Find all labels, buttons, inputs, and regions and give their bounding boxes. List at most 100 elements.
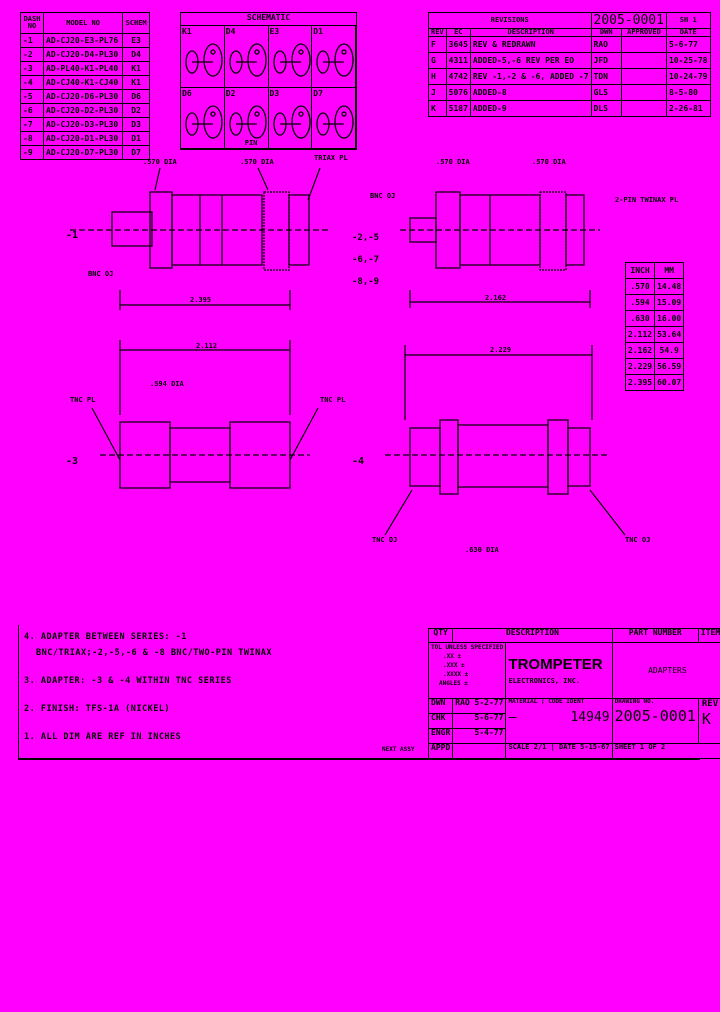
revision-header: DESCRIPTION bbox=[469, 28, 592, 37]
note-2: 2. FINISH: TFS-1A (NICKEL) bbox=[24, 704, 171, 714]
label-dia-570-a: .570 DIA bbox=[143, 158, 178, 166]
connector-face-icon bbox=[229, 43, 267, 77]
tolerance-angles: ANGLES ± bbox=[439, 680, 468, 687]
adapter-dash-1 bbox=[70, 167, 330, 310]
label-dia-570-b: .570 DIA bbox=[240, 158, 275, 166]
pin-label: PIN bbox=[244, 139, 258, 147]
date: 5-6-77 bbox=[665, 36, 711, 53]
engr-date: 5-4-77 bbox=[452, 728, 507, 744]
note-3: 3. ADAPTER: -3 & -4 WITHIN TNC SERIES bbox=[24, 676, 232, 686]
label-dash-6-7: -6,-7 bbox=[352, 255, 379, 265]
revision-header: EC bbox=[445, 28, 471, 37]
part-number-header: PART NUMBER bbox=[611, 628, 699, 643]
revisions-title: REVISIONS bbox=[428, 12, 592, 29]
rev: G bbox=[428, 52, 447, 69]
ec: 5187 bbox=[445, 100, 471, 117]
model-no: AD-CJ20-E3-PL76 bbox=[42, 33, 124, 48]
notes: 4. ADAPTER BETWEEN SERIES: -1 BNC/TRIAX;… bbox=[24, 632, 304, 760]
drawing-title: ADAPTERS bbox=[611, 642, 720, 699]
rev: K bbox=[428, 100, 447, 117]
label-bnc-oj-b: BNC OJ bbox=[370, 192, 395, 200]
ec: 5076 bbox=[445, 84, 471, 101]
schematic-cell-label: D7 bbox=[313, 88, 323, 98]
dash-no: -5 bbox=[20, 89, 44, 104]
label-dash-3: -3 bbox=[66, 456, 78, 467]
schematic-cell-label: D1 bbox=[313, 27, 323, 36]
date: 2-26-81 bbox=[665, 100, 711, 117]
scale: SCALE 2/1 bbox=[508, 743, 547, 751]
dash-no: -6 bbox=[20, 103, 44, 118]
dwn: RAO bbox=[590, 36, 622, 53]
approved bbox=[620, 36, 667, 53]
schematic-title: SCHEMATIC bbox=[181, 13, 356, 26]
label-dash-1: -1 bbox=[66, 230, 78, 241]
sheet-border-left bbox=[18, 625, 19, 758]
model-no: AD-CJ40-K1-CJ40 bbox=[42, 75, 124, 90]
schem: D6 bbox=[122, 89, 150, 104]
description: REV -1,-2 & -6, ADDED -7 bbox=[469, 68, 592, 85]
label-dash-4: -4 bbox=[352, 456, 364, 467]
dwn-label: DWN bbox=[427, 698, 454, 714]
model-no: AD-CJ20-D6-PL30 bbox=[42, 89, 124, 104]
approved bbox=[620, 100, 667, 117]
schematic-cell: D1 bbox=[312, 26, 356, 88]
note-1: 1. ALL DIM ARE REF IN INCHES bbox=[24, 732, 182, 742]
dash-no: -4 bbox=[20, 75, 44, 90]
dash-no: -3 bbox=[20, 61, 44, 76]
label-dash-8-9: -8,-9 bbox=[352, 277, 379, 287]
adapter-dash-4 bbox=[384, 345, 626, 536]
dwn: GLS bbox=[590, 84, 622, 101]
schem: D7 bbox=[122, 145, 150, 160]
code-ident-label: CODE IDENT bbox=[548, 698, 585, 705]
revision-header: REV bbox=[428, 28, 447, 37]
schematic-cell-label: D2 bbox=[225, 88, 236, 98]
dwn: JFD bbox=[590, 52, 622, 69]
company-sub: ELECTRONICS, INC. bbox=[508, 676, 581, 685]
company-name: TROMPETER bbox=[508, 655, 603, 673]
date: 8-5-80 bbox=[665, 84, 711, 101]
label-triax-pl: TRIAX PL bbox=[314, 154, 348, 162]
inch-value: 2.395 bbox=[624, 374, 656, 391]
label-dia-570-d: .570 DIA bbox=[532, 158, 567, 166]
label-dia-630: .630 DIA bbox=[465, 546, 500, 554]
label-dia-594: .594 DIA bbox=[150, 380, 185, 388]
approved bbox=[620, 52, 667, 69]
rev: H bbox=[428, 68, 447, 85]
schematic-cell: E3 bbox=[268, 26, 313, 88]
sheet-border-bottom bbox=[18, 758, 700, 760]
dash-no: -8 bbox=[20, 131, 44, 146]
revision-header: DATE bbox=[665, 28, 711, 37]
schematic-cell-label: K1 bbox=[182, 27, 192, 36]
date: 10-24-79 bbox=[665, 68, 711, 85]
model-no: AD-CJ20-D2-PL30 bbox=[42, 103, 124, 118]
label-dia-570-c: .570 DIA bbox=[436, 158, 471, 166]
schematic-cell: D4 bbox=[224, 26, 269, 88]
dwn: TDN bbox=[590, 68, 622, 85]
header-schem: SCHEM bbox=[122, 12, 150, 34]
schem: K1 bbox=[122, 75, 150, 90]
label-bnc-oj-a: BNC OJ bbox=[88, 270, 113, 278]
drawing-date: DATE 5-15-67 bbox=[559, 743, 610, 751]
chk-label: CHK bbox=[427, 713, 454, 729]
note-4-cont: BNC/TRIAX;-2,-5,-6 & -8 BNC/TWO-PIN TWIN… bbox=[36, 648, 272, 658]
schem: D4 bbox=[122, 47, 150, 62]
revision-header: DWN bbox=[590, 28, 622, 37]
note-4: 4. ADAPTER BETWEEN SERIES: -1 bbox=[24, 632, 187, 642]
dash-no: -1 bbox=[20, 33, 44, 48]
schematic-cell-label: D3 bbox=[269, 88, 280, 98]
label-dim-2229: 2.229 bbox=[490, 346, 511, 354]
header-model: MODEL NO bbox=[42, 12, 124, 34]
